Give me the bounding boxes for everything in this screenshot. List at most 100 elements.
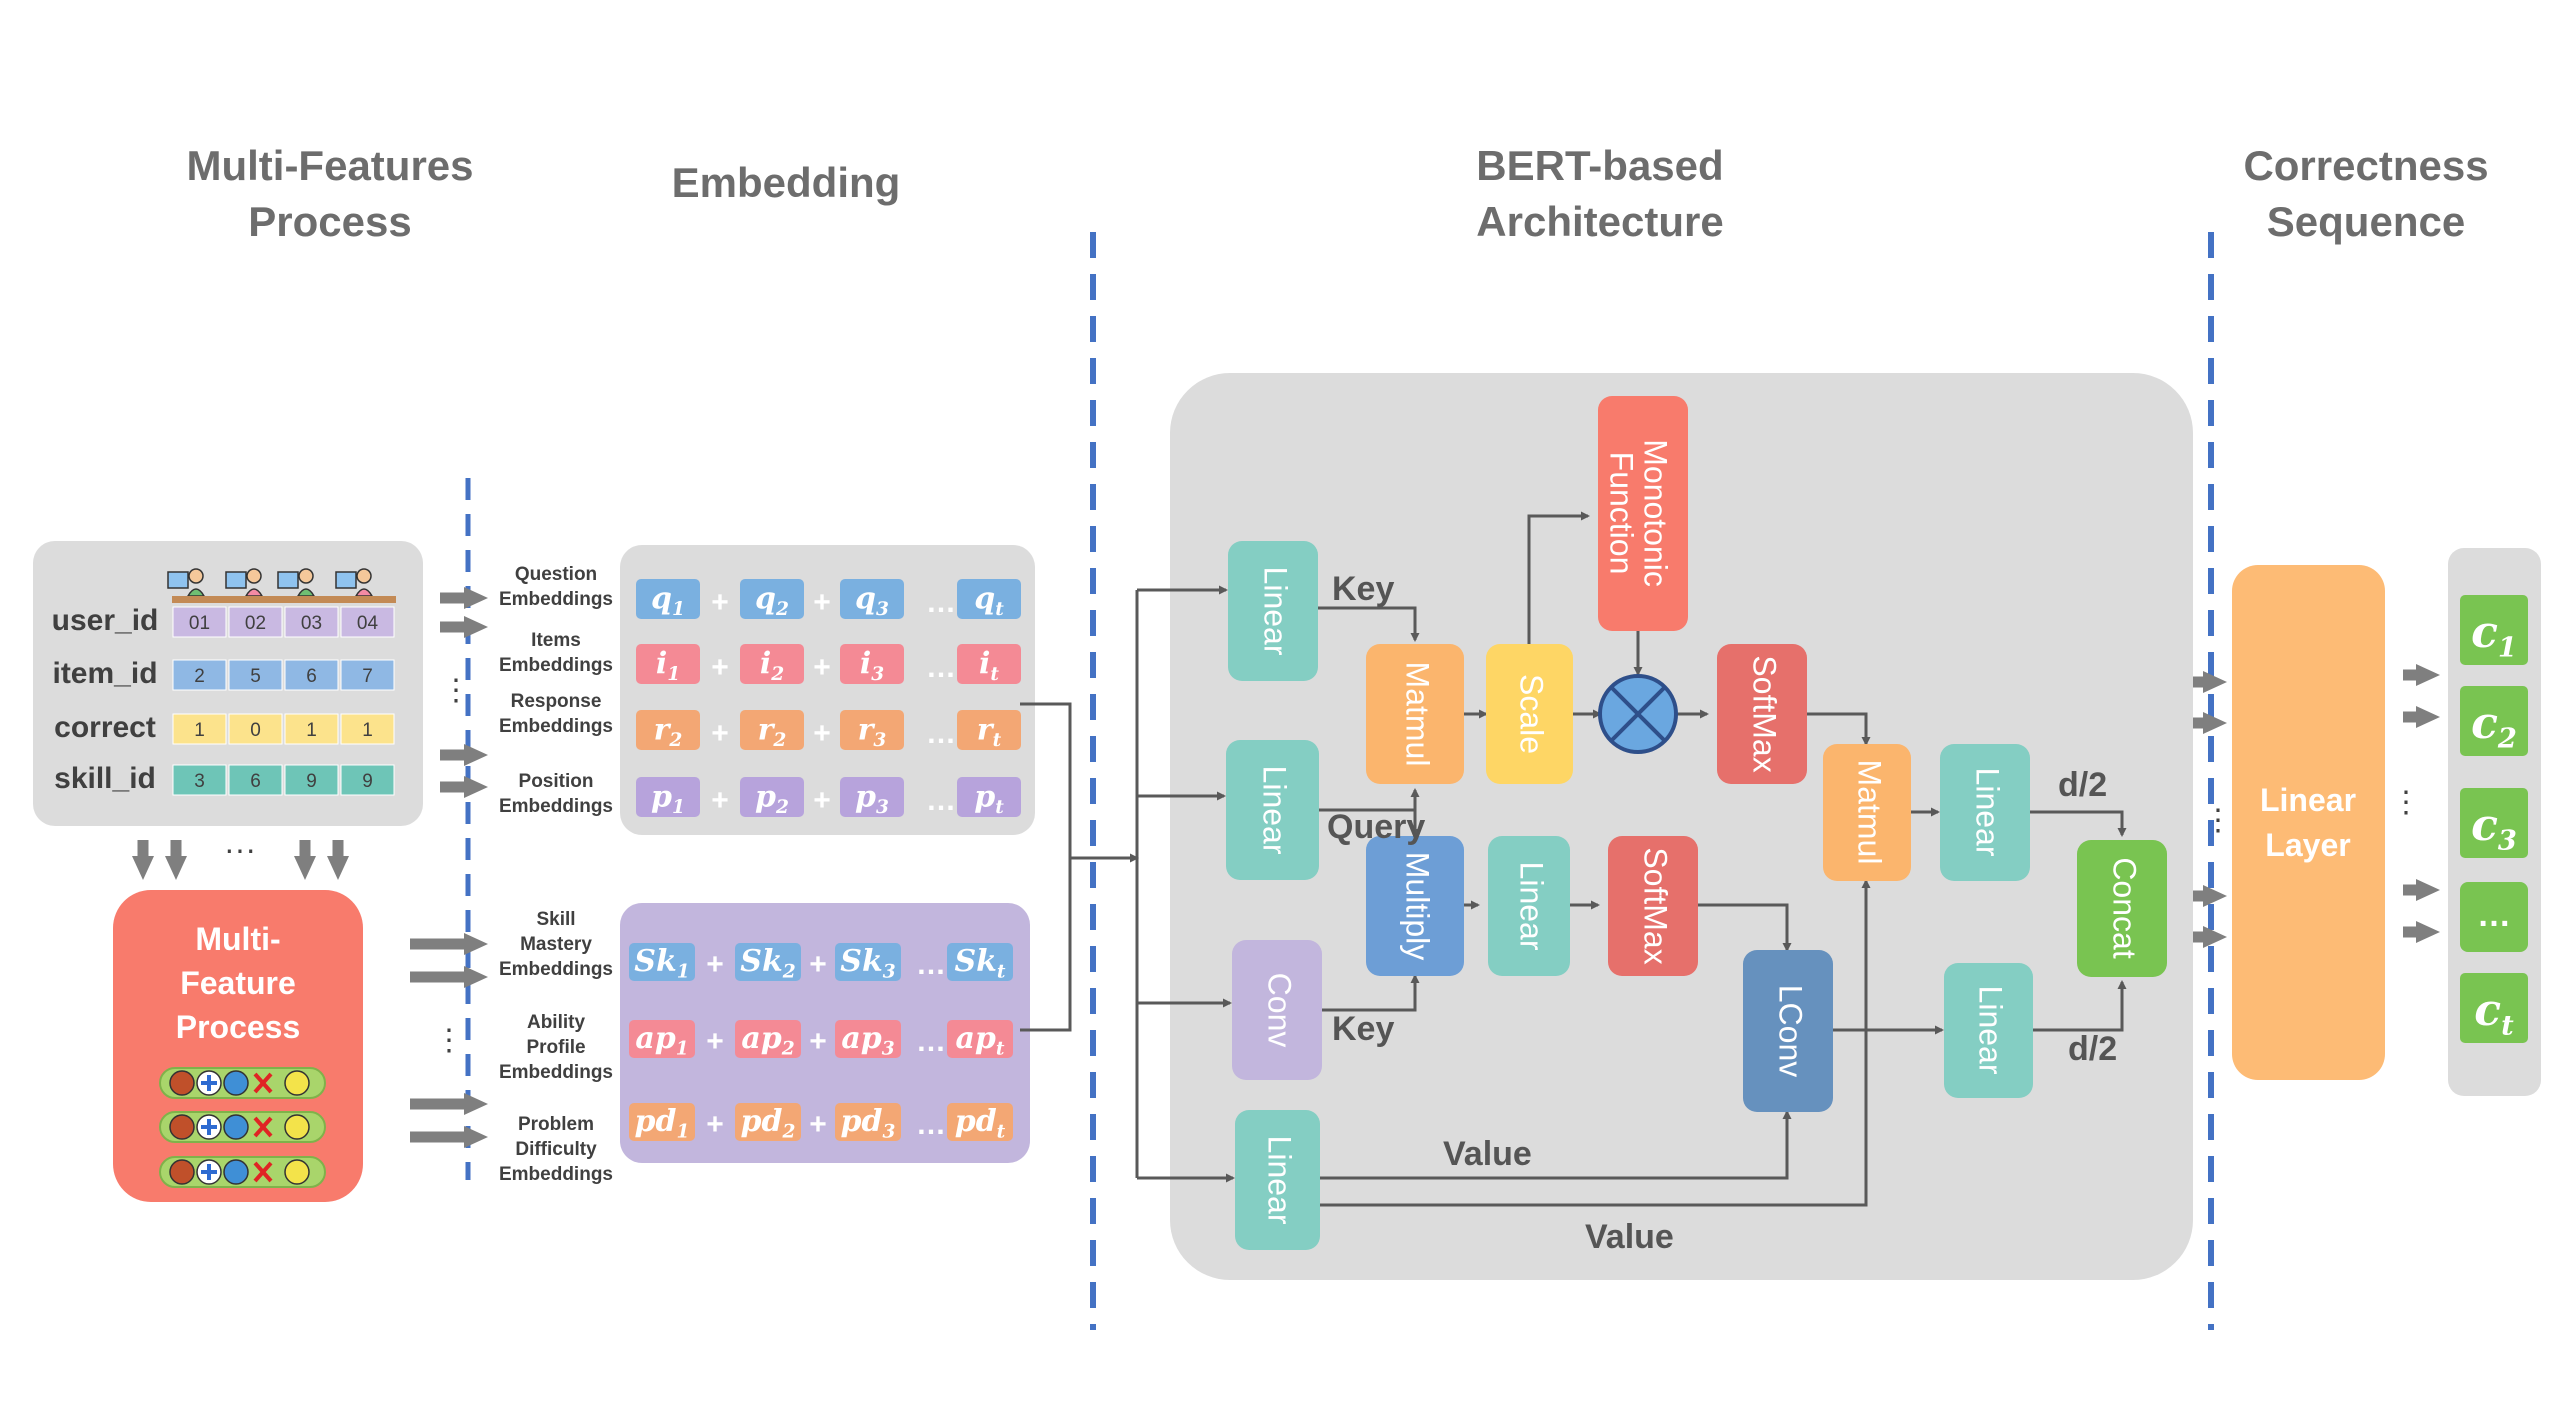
svg-text:Linear: Linear	[1514, 862, 1550, 951]
svg-text:Embeddings: Embeddings	[499, 716, 613, 737]
svg-text:Function: Function	[1604, 452, 1640, 575]
embedding-token: i2	[740, 644, 804, 685]
svg-text:c1: c1	[2471, 607, 2517, 664]
linear-value-block: Linear	[1235, 1110, 1320, 1250]
svg-text:Mastery: Mastery	[520, 934, 592, 955]
student-icon	[167, 568, 206, 597]
cross-icon	[253, 1116, 273, 1138]
feature-cell: 04	[340, 606, 395, 638]
softmax-upper-block: SoftMax	[1717, 644, 1807, 784]
embedding-token: pd3	[835, 1103, 901, 1143]
feature-embeddings-panel	[620, 903, 1030, 1163]
plus-sign: +	[711, 586, 729, 619]
mfp-label-line3: Process	[176, 1009, 301, 1045]
half-dim-label-bottom: d/2	[2068, 1030, 2117, 1068]
ellipsis: …	[926, 586, 956, 619]
svg-text:Skill: Skill	[536, 909, 575, 930]
svg-text:i3: i3	[860, 647, 884, 686]
svg-text:Embeddings: Embeddings	[499, 1062, 613, 1083]
svg-text:ap3: ap3	[841, 1021, 894, 1060]
feature-dot-icon	[284, 1159, 310, 1185]
embedding-token: q2	[740, 579, 804, 620]
svg-text:ap2: ap2	[741, 1021, 794, 1060]
key-label-top: Key	[1332, 570, 1394, 608]
key-label-bottom: Key	[1332, 1010, 1394, 1048]
svg-text:Profile: Profile	[526, 1037, 585, 1058]
svg-text:6: 6	[250, 771, 261, 792]
embedding-token: ap2	[735, 1020, 801, 1060]
conv-block: Conv	[1232, 940, 1322, 1080]
svg-text:7: 7	[362, 666, 373, 687]
feature-cell: 6	[284, 659, 339, 691]
feature-dot-icon	[223, 1070, 249, 1096]
svg-text:9: 9	[306, 771, 317, 792]
concat-block: Concat	[2077, 840, 2167, 977]
linear-mid-block: Linear	[1488, 836, 1570, 976]
correctness-output: c3	[2460, 788, 2528, 858]
plus-sign: +	[813, 586, 831, 619]
svg-text:Embeddings: Embeddings	[499, 959, 613, 980]
feature-name: user_id	[52, 604, 159, 637]
scale-block: Scale	[1486, 644, 1573, 784]
output-vdots-right: ⋮	[2391, 786, 2421, 819]
linear-layer-output-arrows	[2403, 664, 2440, 943]
desk-bar	[172, 596, 396, 603]
svg-text:Embeddings: Embeddings	[499, 1164, 613, 1185]
embedding-token: Sk2	[735, 943, 801, 983]
embedding-token: p2	[740, 777, 804, 818]
bert-internal-arrows	[1318, 511, 2127, 1207]
embedding-token: p3	[840, 777, 904, 818]
linear-lower-right-block: Linear	[1944, 963, 2033, 1098]
embedding-token: ap3	[835, 1020, 901, 1060]
feature-dot-icon	[284, 1070, 310, 1096]
embedding-token: p1	[636, 777, 700, 818]
svg-text:p3: p3	[855, 780, 889, 819]
plus-sign: +	[711, 717, 729, 750]
feature-cell: 7	[340, 659, 395, 691]
plus-sign: +	[809, 1108, 827, 1141]
svg-text:rt: rt	[977, 713, 1002, 752]
plus-sign: +	[706, 1108, 724, 1141]
feature-combination-pills	[159, 1067, 326, 1188]
svg-text:6: 6	[306, 666, 317, 687]
svg-text:Embeddings: Embeddings	[499, 655, 613, 676]
svg-text:p2: p2	[755, 780, 789, 819]
svg-text:c3: c3	[2471, 800, 2517, 857]
plus-icon	[196, 1070, 222, 1096]
multiply-circle-icon	[1598, 674, 1678, 754]
svg-text:i1: i1	[656, 647, 680, 686]
ellipsis: …	[916, 1108, 946, 1141]
embedding-token: r2	[636, 710, 700, 751]
feature-cell: 01	[172, 606, 227, 638]
svg-text:Embeddings: Embeddings	[499, 796, 613, 817]
correctness-output: ct	[2460, 973, 2528, 1043]
svg-text:Sk2: Sk2	[740, 944, 795, 983]
multiply-block: Multiply	[1366, 836, 1464, 976]
feature-cell: 0	[228, 713, 283, 745]
section-title-bert: BERT-based	[1476, 142, 1723, 189]
table-ellipsis: ···	[224, 831, 256, 867]
svg-text:Linear: Linear	[1257, 766, 1293, 855]
embedding-vdots-top: ⋮	[441, 674, 471, 707]
svg-text:Matmul: Matmul	[1400, 662, 1436, 767]
svg-text:qt: qt	[974, 582, 1004, 621]
feature-cell: 2	[172, 659, 227, 691]
feature-cell: 3	[172, 764, 227, 796]
svg-text:0: 0	[250, 720, 261, 741]
embedding-token: qt	[957, 579, 1021, 620]
embedding-token: r2	[740, 710, 804, 751]
student-icons	[167, 568, 374, 597]
svg-text:q2: q2	[755, 582, 789, 621]
feature-cell: 1	[284, 713, 339, 745]
svg-text:Embeddings: Embeddings	[499, 589, 613, 610]
svg-text:Matmul: Matmul	[1852, 760, 1888, 865]
feature-combination-pill	[159, 1156, 326, 1188]
feature-cell: 9	[284, 764, 339, 796]
svg-text:1: 1	[194, 720, 205, 741]
svg-text:Sk1: Sk1	[634, 944, 689, 983]
